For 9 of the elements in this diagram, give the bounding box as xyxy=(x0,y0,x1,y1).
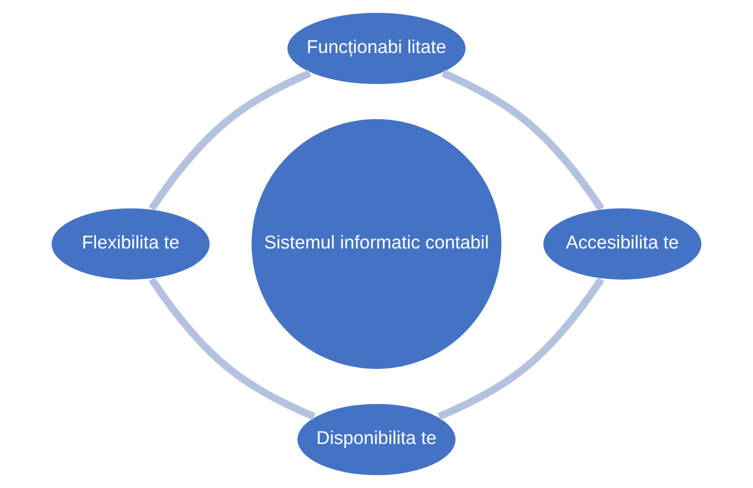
node-ellipse: Disponibilita te xyxy=(296,402,458,477)
connector xyxy=(442,70,604,211)
node-ellipse: Flexibilita te xyxy=(50,206,212,282)
node-ellipse: Accesibilita te xyxy=(541,206,704,282)
connector xyxy=(148,70,312,211)
node-ellipse: Funcționabi litate xyxy=(286,11,468,86)
node-circle: Sistemul informatic contabil xyxy=(250,117,504,371)
connector xyxy=(148,277,316,420)
connector xyxy=(438,277,604,420)
